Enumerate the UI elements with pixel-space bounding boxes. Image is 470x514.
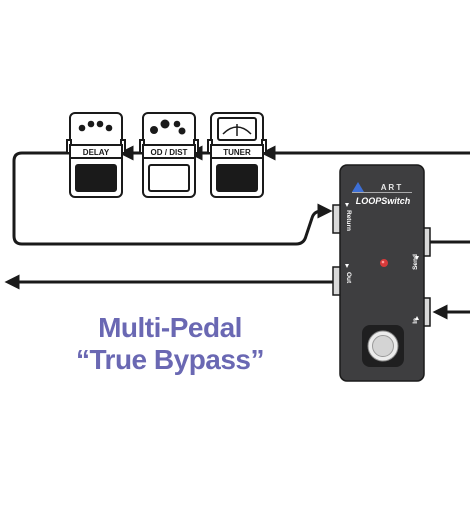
pedal-label-delay: DELAY bbox=[83, 148, 110, 157]
jack-label-in: In bbox=[412, 318, 419, 324]
caption-line-1: Multi-Pedal bbox=[98, 312, 242, 343]
meter-icon bbox=[217, 117, 257, 141]
pedal-label-tuner: TUNER bbox=[223, 148, 251, 157]
footswitch bbox=[148, 164, 190, 192]
status-led bbox=[380, 259, 388, 267]
jack-label-send: Send bbox=[412, 254, 419, 270]
jack-label-out: Out bbox=[345, 272, 352, 284]
jack-label-return: Return bbox=[345, 210, 352, 231]
tuner-pedal: TUNER bbox=[207, 112, 267, 198]
cables bbox=[4, 145, 470, 320]
od-dist-pedal: OD / DIST bbox=[139, 112, 199, 198]
cable-delay-to-return bbox=[12, 151, 333, 246]
caption-line-2: “True Bypass” bbox=[75, 344, 265, 375]
model-name: LOOPSwitch bbox=[356, 196, 411, 206]
delay-pedal: DELAY bbox=[66, 112, 126, 198]
loopswitch-body bbox=[339, 164, 425, 382]
knobs-icon bbox=[78, 120, 113, 132]
knobs-icon bbox=[150, 119, 186, 135]
brand-triangle-icon bbox=[352, 182, 364, 192]
bypass-footswitch bbox=[362, 325, 404, 367]
loopswitch-unit: A R T LOOPSwitch Return Send Out In bbox=[332, 164, 431, 382]
footswitch bbox=[75, 164, 117, 192]
brand-name: A R T bbox=[381, 183, 402, 192]
footswitch bbox=[216, 164, 258, 192]
pedal-label-od-dist: OD / DIST bbox=[151, 148, 188, 157]
